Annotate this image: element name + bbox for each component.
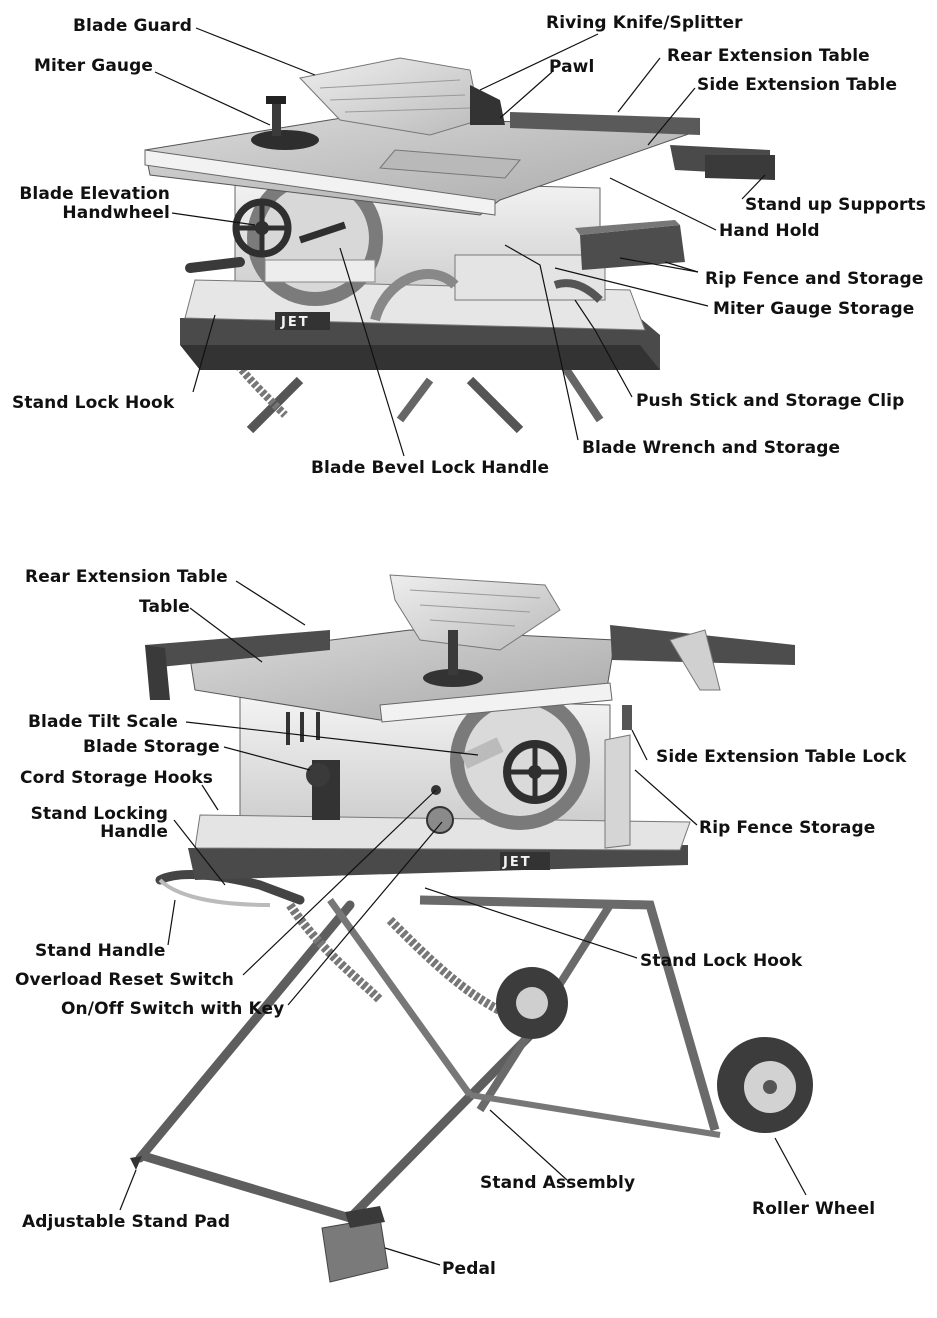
- bottom-handwheel: [503, 740, 567, 804]
- label-table: Table: [139, 597, 190, 617]
- bottom-blade-guard: [389, 574, 561, 651]
- top-spring-cable: [211, 328, 288, 418]
- bottom-stand-pad: [130, 1156, 142, 1170]
- label-stand-handle: Stand Handle: [35, 941, 166, 961]
- top-riving-knife: [470, 85, 505, 125]
- top-throat-plate: [378, 149, 522, 179]
- top-elevation-handwheel: [232, 198, 292, 258]
- bottom-spring-1: [286, 902, 384, 1004]
- label-blade-bevel-lock: Blade Bevel Lock Handle: [311, 458, 550, 478]
- bottom-cord-hooks: [286, 712, 320, 745]
- bottom-on-off-switch: [426, 806, 454, 834]
- label-overload-reset-switch: Overload Reset Switch: [15, 970, 235, 990]
- label-push-stick: Push Stick and Storage Clip: [636, 391, 905, 411]
- bottom-tilt-scale: [460, 737, 504, 769]
- top-leader-lines: [154, 27, 766, 457]
- label-blade-tilt-scale: Blade Tilt Scale: [28, 712, 178, 732]
- top-stand-legs: [246, 357, 604, 434]
- label-riving-knife: Riving Knife/Splitter: [546, 13, 743, 33]
- top-rip-fence: [580, 225, 685, 270]
- label-blade-wrench: Blade Wrench and Storage: [582, 438, 841, 458]
- label-rip-fence-and-storage: Rip Fence and Storage: [705, 269, 924, 289]
- label-rear-extension-table-top: Rear Extension Table: [667, 46, 870, 66]
- bottom-base-frame: [188, 845, 688, 880]
- label-side-extension-table: Side Extension Table: [697, 75, 898, 95]
- bottom-rear-extension: [145, 630, 330, 668]
- bottom-blade-storage-knob: [306, 763, 330, 787]
- bottom-roller-wheel-rear: [496, 967, 568, 1039]
- top-pulley-arc: [370, 269, 459, 322]
- label-blade-guard: Blade Guard: [73, 16, 193, 36]
- top-push-stick: [553, 279, 603, 303]
- label-pedal: Pedal: [442, 1259, 496, 1279]
- bottom-jet-badge: [500, 852, 550, 870]
- label-stand-assembly: Stand Assembly: [480, 1173, 636, 1193]
- bottom-side-handle: [669, 629, 721, 691]
- bottom-side-extension-lock: [622, 705, 632, 730]
- label-cord-storage-hooks: Cord Storage Hooks: [20, 768, 213, 788]
- top-bevel-lock-handle: [298, 221, 347, 244]
- bottom-roller-wheel-front: [717, 1037, 813, 1133]
- top-miter-storage: [454, 254, 606, 301]
- label-side-extension-table-lock: Side Extension Table Lock: [656, 747, 907, 767]
- label-miter-gauge: Miter Gauge: [34, 56, 154, 76]
- bottom-stand-assembly: [135, 895, 721, 1223]
- bottom-front-rail: [379, 682, 613, 723]
- label-on-off-switch: On/Off Switch with Key: [61, 999, 285, 1019]
- bottom-rip-fence-storage: [604, 734, 631, 849]
- label-pawl: Pawl: [549, 57, 595, 77]
- label-blade-elevation-1: Blade Elevation: [19, 184, 170, 204]
- bottom-miter-gauge: [423, 630, 483, 687]
- bottom-saw: JET: [130, 574, 813, 1283]
- label-stand-locking-1: Stand Locking: [30, 804, 168, 824]
- bottom-brand-logo: JET: [502, 855, 532, 870]
- label-blade-elevation-2: Handwheel: [62, 203, 170, 223]
- top-stand-handle: [185, 257, 245, 273]
- label-stand-locking-2: Handle: [100, 822, 168, 842]
- label-hand-hold: Hand Hold: [719, 221, 820, 241]
- label-roller-wheel: Roller Wheel: [752, 1199, 876, 1219]
- top-stand-up-support: [705, 155, 775, 180]
- label-rip-fence-storage: Rip Fence Storage: [699, 818, 876, 838]
- label-adjustable-stand-pad: Adjustable Stand Pad: [22, 1212, 231, 1232]
- top-rear-extension: [510, 112, 700, 135]
- label-blade-storage: Blade Storage: [83, 737, 220, 757]
- label-rear-extension-table-bottom: Rear Extension Table: [25, 567, 228, 587]
- label-stand-lock-hook-top: Stand Lock Hook: [12, 393, 175, 413]
- top-saw: JET: [144, 57, 775, 434]
- top-front-rail: [144, 149, 496, 216]
- bottom-leader-lines: [119, 580, 807, 1266]
- label-miter-gauge-storage: Miter Gauge Storage: [713, 299, 915, 319]
- label-stand-up-supports: Stand up Supports: [745, 195, 926, 215]
- top-miter-gauge: [251, 96, 319, 150]
- label-stand-lock-hook-bottom: Stand Lock Hook: [640, 951, 803, 971]
- top-jet-badge: [275, 312, 330, 330]
- top-brand-logo: JET: [280, 315, 310, 330]
- bottom-pedal: [321, 1217, 389, 1283]
